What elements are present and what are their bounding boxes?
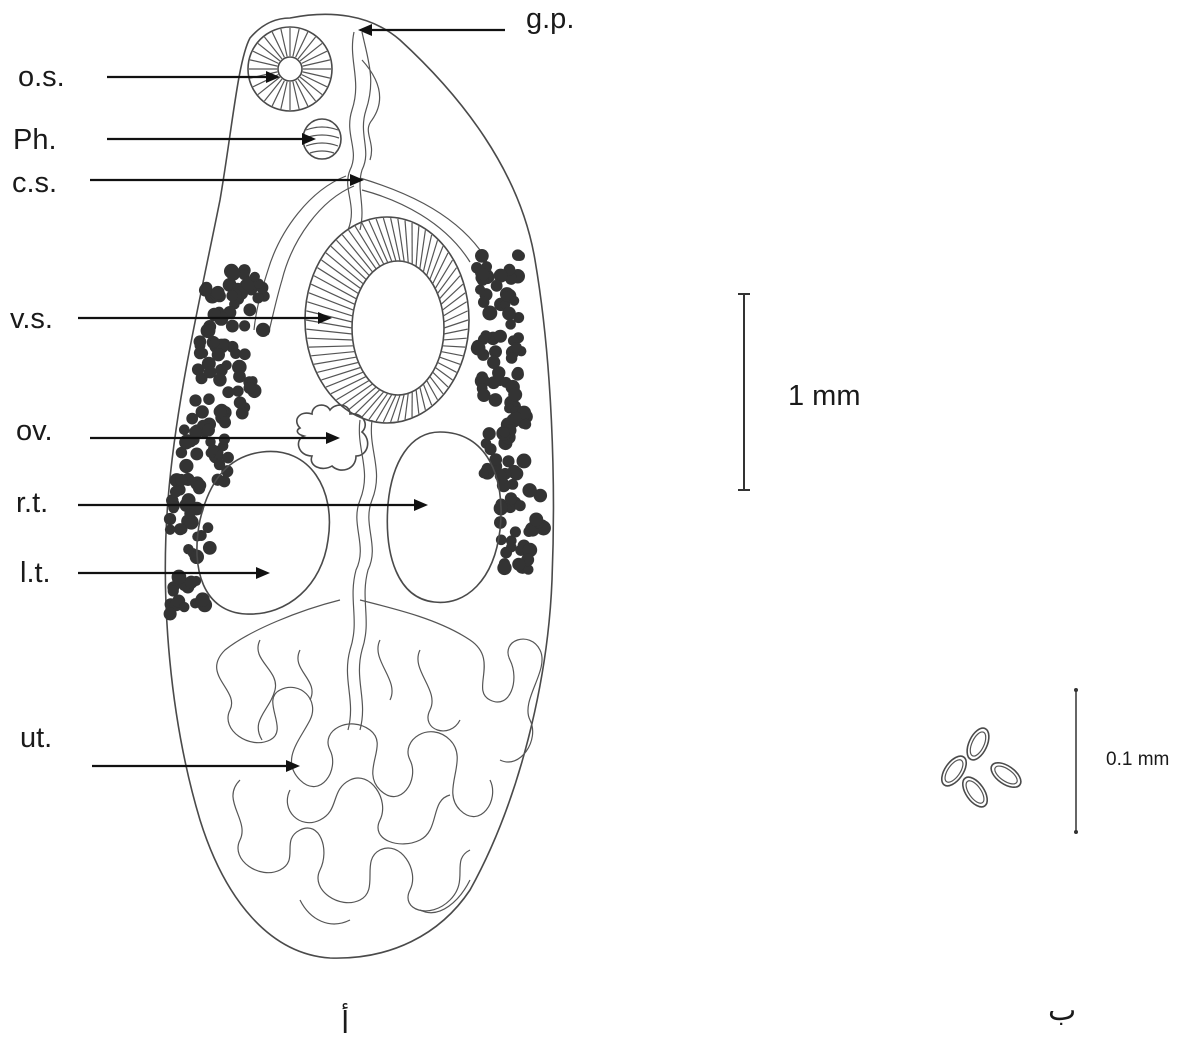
panel-label-b: ب bbox=[1048, 993, 1076, 1028]
label-cs: c.s. bbox=[12, 167, 57, 199]
genital-ducts bbox=[348, 32, 380, 230]
intestinal-caeca bbox=[254, 176, 495, 335]
scale-bar-0-1mm bbox=[1074, 688, 1078, 834]
label-os: o.s. bbox=[18, 61, 65, 93]
label-ut: ut. bbox=[20, 722, 52, 754]
arrow-os bbox=[107, 71, 280, 83]
label-lt: l.t. bbox=[20, 557, 51, 589]
label-ov: ov. bbox=[16, 415, 53, 447]
ventral-sucker bbox=[305, 217, 469, 423]
label-rt: r.t. bbox=[16, 487, 48, 519]
eggs bbox=[937, 725, 1025, 811]
scale-bar-1mm bbox=[738, 294, 750, 490]
scale-label-0-1mm: 0.1 mm bbox=[1106, 749, 1169, 770]
arrow-rt bbox=[78, 499, 428, 511]
vitellaria-right bbox=[471, 249, 551, 575]
right-testis bbox=[387, 432, 501, 602]
label-gp: g.p. bbox=[526, 3, 574, 35]
scale-label-1mm: 1 mm bbox=[788, 380, 861, 412]
label-ph: Ph. bbox=[13, 124, 57, 156]
arrow-ut bbox=[92, 760, 300, 772]
arrow-ph bbox=[107, 133, 316, 145]
panel-label-a: أ bbox=[341, 1002, 349, 1037]
oral-sucker bbox=[248, 27, 332, 111]
uterus bbox=[217, 600, 542, 924]
arrow-cs bbox=[90, 174, 364, 186]
label-vs: v.s. bbox=[10, 303, 53, 335]
